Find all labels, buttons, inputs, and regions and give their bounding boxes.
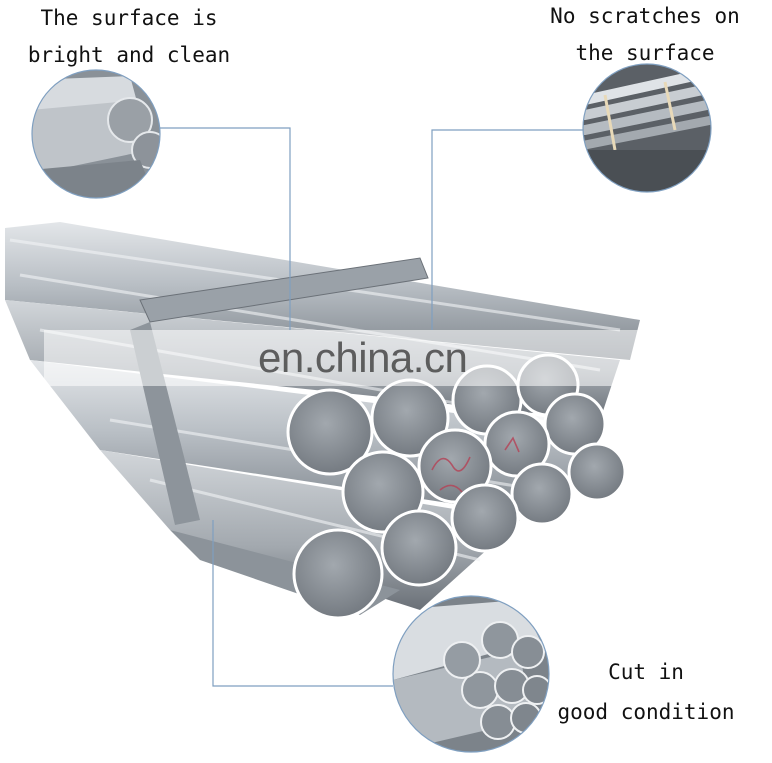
caption-line: Cut in xyxy=(608,660,684,684)
inset-cut-condition xyxy=(392,595,550,753)
bar-bundle xyxy=(5,222,640,620)
caption-line: The surface is xyxy=(40,6,218,30)
caption-line: good condition xyxy=(557,700,735,724)
caption-no-scratches: No scratches on the surface xyxy=(540,0,750,72)
watermark-band xyxy=(44,330,644,386)
caption-bright-clean: The surface is bright and clean xyxy=(14,0,244,74)
inset-bright-surface xyxy=(31,69,161,199)
leader-lines xyxy=(160,127,583,687)
watermark-text: en.china.cn xyxy=(258,334,468,381)
caption-line: bright and clean xyxy=(27,43,231,67)
caption-line: No scratches on xyxy=(550,4,740,28)
caption-line: the surface xyxy=(575,41,715,65)
caption-cut-condition: Cut in good condition xyxy=(548,652,744,732)
inset-no-scratches xyxy=(582,63,712,193)
